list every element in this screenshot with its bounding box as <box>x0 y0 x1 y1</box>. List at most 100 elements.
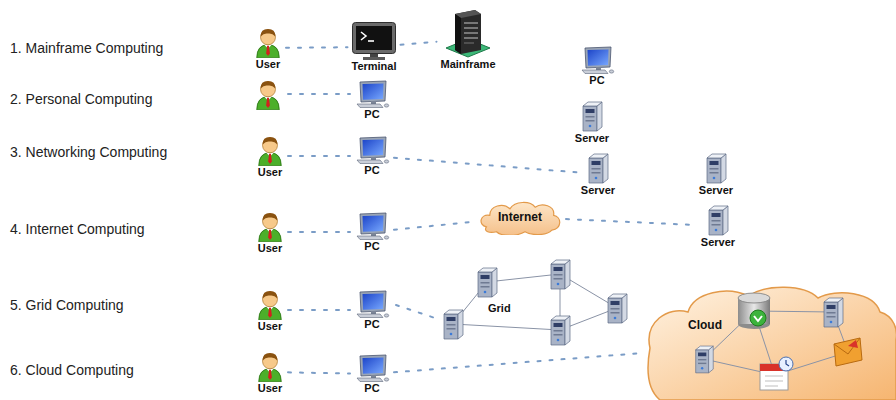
user-icon <box>256 134 284 166</box>
dotted-connector <box>288 231 350 233</box>
user-icon <box>259 291 281 320</box>
pc-icon <box>354 136 390 164</box>
pc-node: PC <box>579 46 615 86</box>
node-label: Terminal <box>351 60 396 72</box>
row-heading: 6. Cloud Computing <box>10 362 134 378</box>
server-node: Server <box>575 100 609 144</box>
node-label: PC <box>364 382 379 394</box>
grid-links <box>453 274 617 330</box>
internet-cloud: Internet <box>478 199 562 235</box>
server-icon <box>585 152 611 184</box>
dotted-link <box>288 94 438 319</box>
grid-label: Grid <box>486 302 513 315</box>
user-icon <box>259 137 281 166</box>
pc-icon <box>579 46 615 74</box>
dotted-connector <box>288 309 350 311</box>
node-label: PC <box>364 164 379 176</box>
pc-icon <box>582 47 614 74</box>
node-label: PC <box>589 74 604 86</box>
node-label: Server <box>581 184 615 196</box>
pc-icon <box>354 290 390 318</box>
pc-icon <box>354 354 390 382</box>
node-label: User <box>258 320 282 332</box>
user-icon <box>256 210 284 242</box>
grid-server <box>551 316 570 345</box>
dotted-connector <box>394 158 577 173</box>
dotted-connector <box>394 353 644 372</box>
user-icon <box>256 288 284 320</box>
user-icon <box>256 350 284 382</box>
user-icon <box>257 81 279 110</box>
user-icon <box>257 29 279 58</box>
row-heading: 3. Networking Computing <box>10 144 167 160</box>
pc-icon <box>357 137 389 164</box>
user-node: User <box>254 26 282 70</box>
node-label: Server <box>701 236 735 248</box>
node-label: PC <box>364 240 379 252</box>
user-icon <box>254 26 282 58</box>
dotted-connector <box>401 42 437 45</box>
mainframe-node: Mainframe <box>440 8 495 70</box>
pc-node: PC <box>354 136 390 176</box>
dotted-connector <box>288 372 350 373</box>
node-label: Mainframe <box>440 58 495 70</box>
cloud-outline <box>648 287 896 400</box>
cloud-outline <box>481 202 560 235</box>
server-icon <box>705 204 731 236</box>
mainframe-icon <box>446 10 490 57</box>
pc-node: PC <box>354 354 390 394</box>
dotted-connector <box>566 219 697 225</box>
user-node: User <box>256 210 284 254</box>
row-heading: 4. Internet Computing <box>10 221 145 237</box>
node-label: PC <box>364 108 379 120</box>
grid-server <box>444 310 463 339</box>
row-heading: 1. Mainframe Computing <box>10 40 163 56</box>
grid-server <box>478 268 497 297</box>
pc-node: PC <box>354 290 390 330</box>
server-icon <box>579 100 605 132</box>
pc-icon <box>357 291 389 318</box>
server-icon <box>589 154 608 183</box>
user-node: User <box>256 134 284 178</box>
server-icon <box>583 102 602 131</box>
node-label: User <box>258 242 282 254</box>
node-label: User <box>258 166 282 178</box>
server-icon <box>703 152 729 184</box>
pc-icon <box>354 80 390 108</box>
node-label: Cloud <box>688 318 722 332</box>
pc-icon <box>357 355 389 382</box>
pc-icon <box>354 212 390 240</box>
user-icon <box>259 213 281 242</box>
server-node: Server <box>701 204 735 248</box>
node-label: Server <box>575 132 609 144</box>
dotted-connector <box>288 155 350 157</box>
server-node: Server <box>699 152 733 196</box>
cloud-outline <box>648 286 896 400</box>
pc-icon <box>357 213 389 240</box>
node-label: Internet <box>498 210 542 224</box>
terminal-icon <box>353 23 396 61</box>
mainframe-icon <box>443 8 493 58</box>
terminal-icon <box>352 22 396 60</box>
user-icon <box>259 353 281 382</box>
server-node: Server <box>581 152 615 196</box>
grid-server <box>608 294 627 323</box>
pc-node: PC <box>354 80 390 120</box>
node-label: User <box>256 58 280 70</box>
user-node: User <box>256 288 284 332</box>
grid-server <box>551 260 570 289</box>
pc-node: PC <box>354 212 390 252</box>
dotted-connector <box>286 46 347 49</box>
terminal-node: Terminal <box>351 22 396 72</box>
node-label: PC <box>364 318 379 330</box>
node-label: User <box>258 382 282 394</box>
pc-icon <box>357 81 389 108</box>
node-label: Server <box>699 184 733 196</box>
server-icon <box>709 206 728 235</box>
row-heading: 2. Personal Computing <box>10 91 152 107</box>
user-node: User <box>256 350 284 394</box>
server-icon <box>707 154 726 183</box>
row-heading: 5. Grid Computing <box>10 297 124 313</box>
dotted-connector <box>394 222 474 230</box>
